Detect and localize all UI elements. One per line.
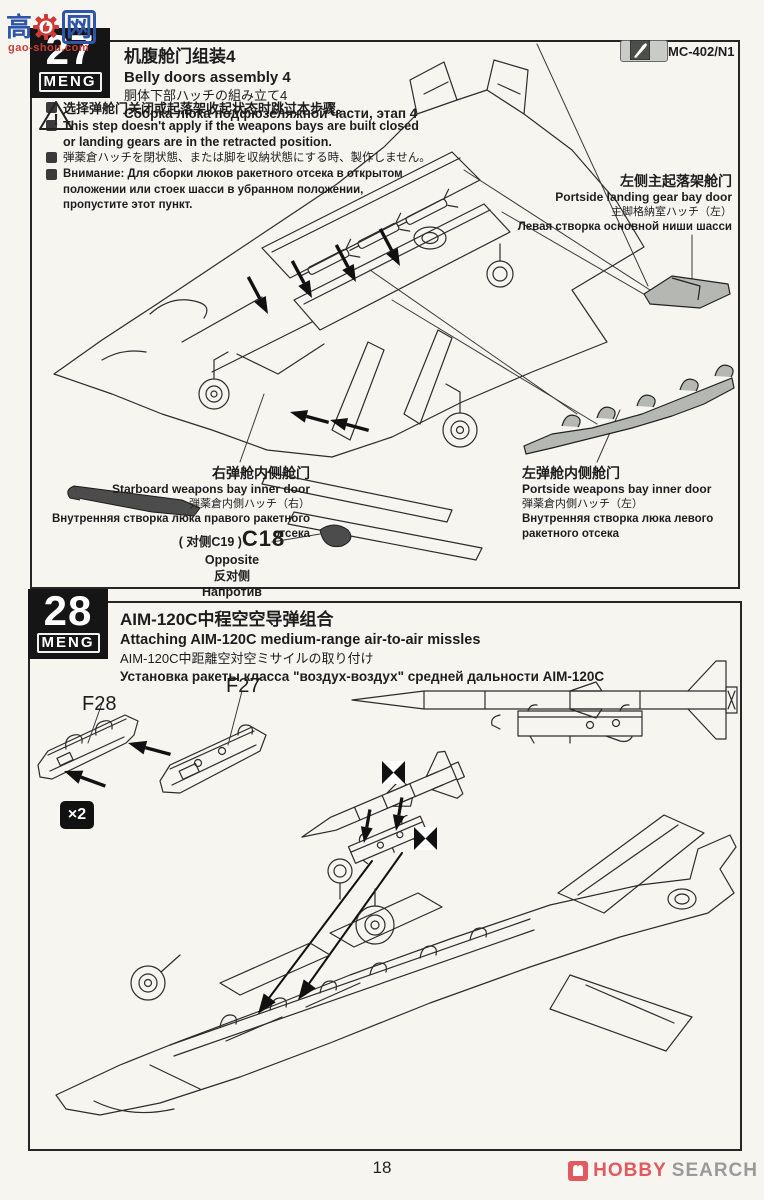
label-portside-door-en: Portside weapons bay inner door — [522, 482, 712, 496]
lang-icon-ru — [46, 169, 57, 180]
hobby-search-logo: HOBBY SEARCH — [568, 1160, 758, 1182]
step27-warning: ! 选择弹舱门关闭或起落架收起状态时跳过本步骤。 This step doesn… — [38, 100, 431, 214]
label-portside-door: 左弹舱内侧舱门 Portside weapons bay inner door … — [522, 464, 738, 542]
part-c18-ru: Напротив — [202, 585, 262, 599]
step27-title-ja: 胴体下部ハッチの組み立て4 — [124, 88, 288, 103]
portside-inner-door-part — [523, 377, 735, 455]
warning-ru-line3: пропустите этот пункт. — [63, 199, 193, 211]
aim120c-side-view — [351, 660, 738, 744]
warning-en-line1: This step doesn't apply if the weapons b… — [63, 119, 419, 133]
label-starboard-door-zh: 右弹舱内侧舱门 — [212, 465, 310, 481]
hobby-search-text-1: HOBBY — [593, 1160, 667, 1181]
label-portside-door-ru: Внутренняя створка люка левого ракетного… — [522, 513, 714, 540]
hobby-search-text-2: SEARCH — [671, 1160, 758, 1181]
step28-title-zh: AIM-120C中程空空导弹组合 — [120, 610, 334, 629]
label-gear-door-ja: 主脚格納室ハッチ（左） — [611, 206, 732, 218]
c18-hinge-part — [319, 524, 352, 548]
gear-door-part — [643, 275, 731, 309]
step28-badge: 28 MENG — [28, 589, 108, 659]
step27-title-ru: Сборка люка подфюзеляжной части, этап 4 — [124, 106, 418, 121]
step27-titles: 机腹舱门组装4 Belly doors assembly 4 胴体下部ハッチの組… — [124, 46, 417, 123]
step27-panel: 27 MENG 机腹舱门组装4 Belly doors assembly 4 胴… — [30, 28, 740, 599]
step28-number: 28 — [43, 587, 93, 634]
part-c18-code: C18 — [241, 526, 286, 551]
part-f28-drawing — [37, 714, 139, 780]
watermark-char-1: 高 — [6, 12, 33, 42]
part-label-f27: F27 — [226, 675, 261, 697]
warning-ru-line2: положении или стоек шасси в убранном пол… — [63, 183, 364, 196]
hobby-search-icon — [568, 1161, 589, 1181]
label-starboard-door-ru: Внутренняя створка люка правого ракетног… — [51, 513, 310, 540]
step28-titles: AIM-120C中程空空导弹组合 Attaching AIM-120C medi… — [120, 609, 604, 686]
gear-icon — [33, 14, 60, 40]
warning-ja: 弾薬倉ハッチを閉状態、または脚を収納状態にする時、製作しません。 — [63, 152, 431, 164]
part-c18-callout: ( 对侧C19 )C18 Opposite 反对侧 Напротив — [142, 526, 322, 600]
watermark-domain: gao-shou.com — [8, 42, 90, 54]
page-number: 18 — [372, 1158, 392, 1177]
warning-en-line2: or landing gears are in the retracted po… — [63, 135, 332, 149]
part-c18-opposite-ref: ( 对侧C19 ) — [178, 535, 242, 549]
step27-illustration — [53, 43, 735, 561]
alignment-symbol — [382, 761, 437, 850]
watermark-logo: 高 网 — [6, 10, 97, 44]
label-portside-door-zh: 左弹舱内侧舱门 — [522, 465, 620, 481]
step28-title-ru: Установка ракеты класса "воздух-воздух" … — [120, 669, 605, 684]
label-starboard-door-ja: 弾薬倉内側ハッチ（右） — [189, 498, 310, 510]
label-starboard-door: 右弹舱内侧舱门 Starboard weapons bay inner door… — [32, 464, 310, 542]
lang-icon-ja — [46, 152, 57, 163]
warning-zh: 选择弹舱门关闭或起落架收起状态时跳过本步骤。 — [63, 101, 350, 116]
step27-title-en: Belly doors assembly 4 — [124, 69, 291, 86]
label-starboard-door-en: Starboard weapons bay inner door — [111, 482, 310, 496]
step28-title-en: Attaching AIM-120C medium-range air-to-a… — [120, 632, 481, 648]
svg-text:!: ! — [53, 112, 58, 129]
label-portside-door-ja: 弾薬倉内側ハッチ（左） — [522, 498, 643, 510]
paint-callout: MC-402/N1 — [620, 40, 734, 62]
step28-panel: 28 MENG AIM-120C中程空空导弹组合 Attaching AIM-1… — [28, 589, 742, 1151]
part-f27-drawing — [159, 724, 267, 794]
paint-code: MC-402/N1 — [668, 43, 735, 59]
step28-title-ja: AIM-120C中距離空対空ミサイルの取り付け — [120, 651, 374, 666]
quantity-badge: ×2 — [60, 801, 94, 829]
lang-icon-zh — [46, 102, 57, 113]
warning-ru-line1: Внимание: Для сборки люков ракетного отс… — [63, 168, 403, 180]
lang-icon-en — [46, 120, 57, 131]
angled-rail — [347, 814, 428, 865]
label-gear-door-en: Portside landing gear bay door — [555, 190, 732, 204]
part-c18-en: Opposite — [204, 553, 260, 567]
warning-triangle-icon: ! — [39, 101, 73, 130]
label-gear-door-zh: 左侧主起落架舱门 — [620, 173, 732, 189]
part-c18-zh: 反对侧 — [213, 569, 250, 583]
watermark-char-2: 网 — [62, 10, 97, 44]
meng-logo: MENG — [36, 633, 100, 653]
step28-illustration — [37, 660, 738, 1116]
label-gear-door-ru: Левая створка основной ниши шасси — [517, 221, 732, 233]
part-label-f28: F28 — [82, 693, 117, 715]
aircraft-inverted — [55, 814, 737, 1116]
step27-badge: 27 MENG — [30, 28, 110, 98]
meng-logo: MENG — [38, 72, 102, 92]
step27-title-zh: 机腹舱门组装4 — [124, 47, 236, 66]
paintbrush-icon — [630, 40, 650, 60]
label-gear-door: 左侧主起落架舱门 Portside landing gear bay door … — [518, 172, 732, 235]
